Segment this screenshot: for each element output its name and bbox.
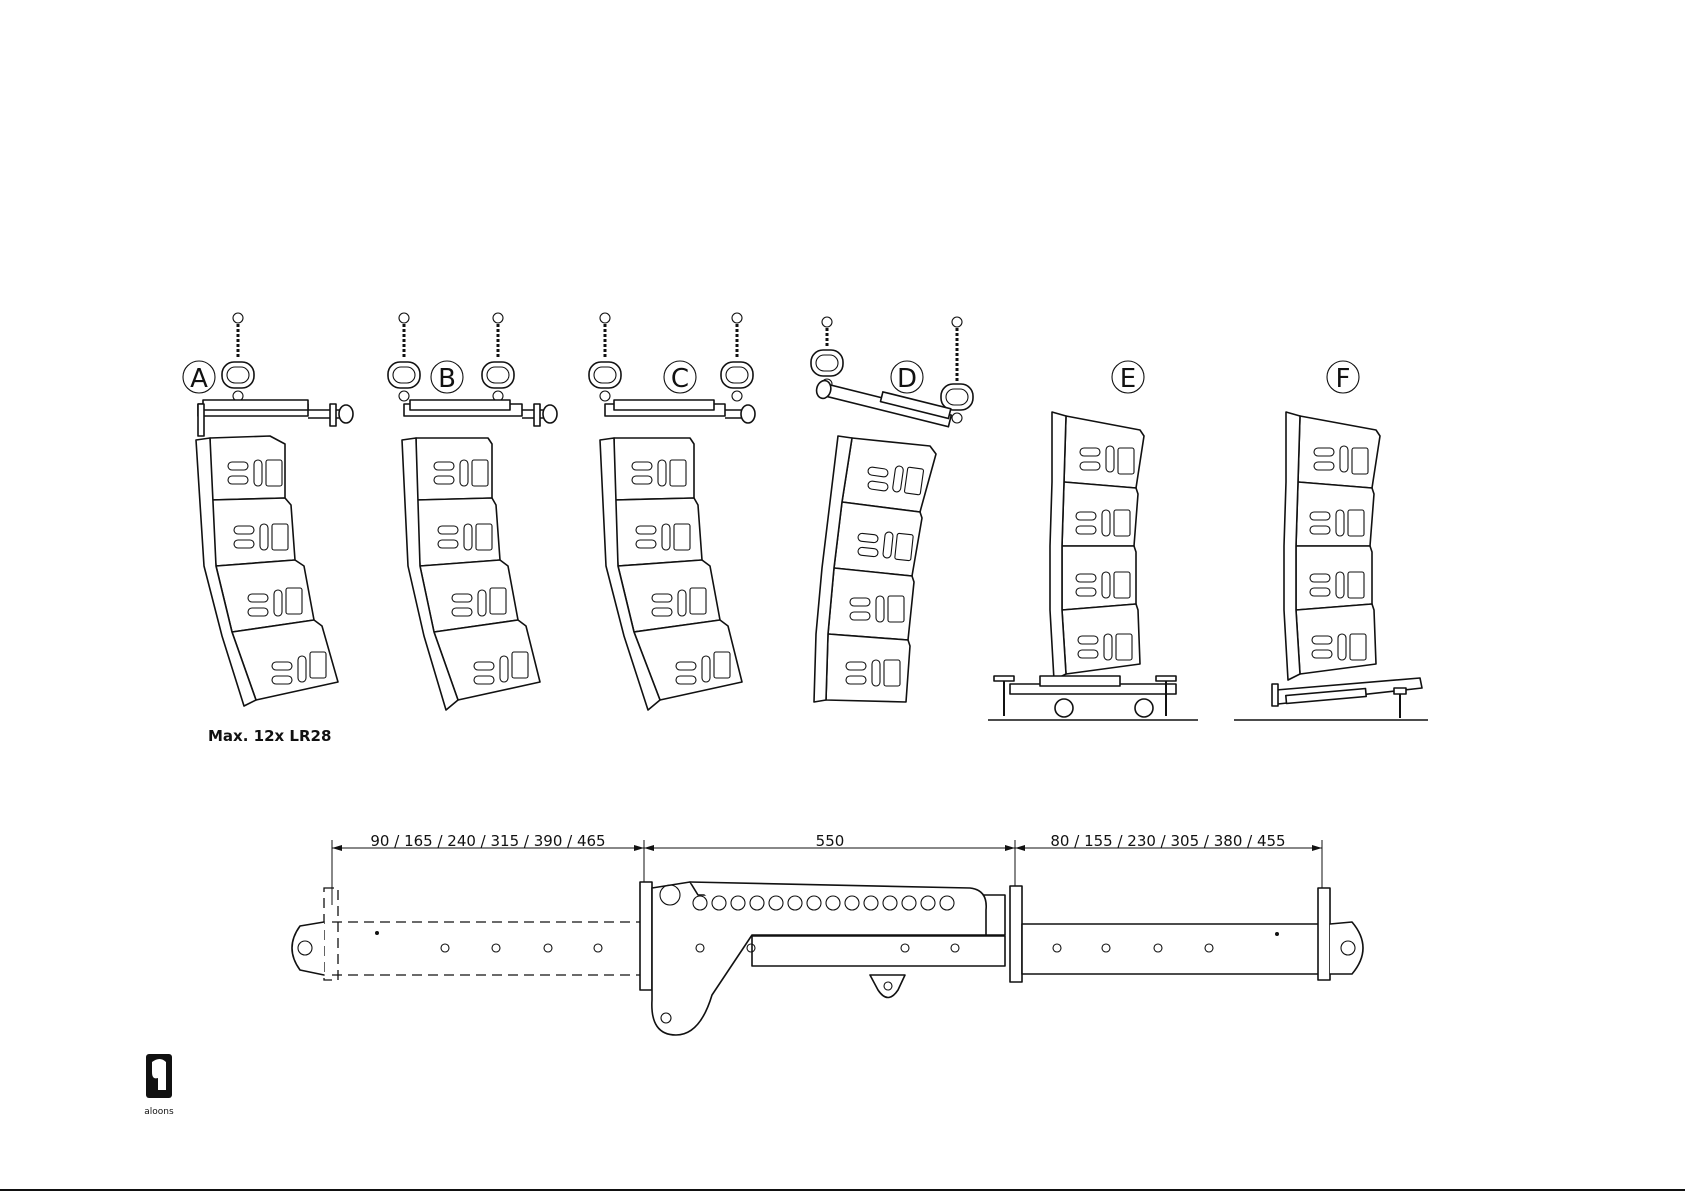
config-e-label: E bbox=[1120, 364, 1136, 394]
logo-wordmark: aloons bbox=[144, 1107, 174, 1117]
brand-logo: aloons bbox=[144, 1054, 174, 1117]
chain-hoist-front bbox=[388, 313, 420, 401]
config-f: F bbox=[1234, 361, 1428, 720]
flybar bbox=[605, 400, 755, 423]
config-b-label: B bbox=[438, 364, 456, 394]
speaker-stack bbox=[196, 436, 338, 706]
chain-hoist-rear bbox=[721, 313, 753, 401]
config-a-label: A bbox=[190, 364, 208, 394]
flybar bbox=[198, 400, 353, 436]
config-f-label: F bbox=[1336, 364, 1351, 394]
flybar bbox=[404, 400, 557, 426]
extension-bar-right bbox=[1010, 886, 1363, 982]
chain-hoist-front bbox=[589, 313, 621, 401]
speaker-stack bbox=[402, 438, 540, 710]
config-b: B bbox=[388, 313, 557, 710]
flybar-tilted bbox=[815, 376, 953, 430]
speaker-stack bbox=[600, 438, 742, 710]
config-d-label: D bbox=[897, 364, 917, 394]
chain-hoist-rear bbox=[482, 313, 514, 401]
extension-bar-dashed bbox=[292, 888, 644, 980]
dimension-middle-label: 550 bbox=[816, 832, 845, 850]
config-c-label: C bbox=[671, 364, 689, 394]
dimension-right-label: 80 / 155 / 230 / 305 / 380 / 455 bbox=[1050, 832, 1285, 850]
speaker-stack bbox=[1284, 412, 1380, 680]
speaker-stack bbox=[1050, 412, 1144, 680]
config-d: D bbox=[811, 317, 973, 702]
flybar-dimension-drawing: 90 / 165 / 240 / 315 / 390 / 465 550 80 … bbox=[292, 832, 1363, 1035]
ground-stack-base bbox=[988, 676, 1198, 720]
chain-hoist bbox=[222, 313, 254, 401]
dimension-left-label: 90 / 165 / 240 / 315 / 390 / 465 bbox=[370, 832, 605, 850]
flybar-main-body bbox=[640, 882, 1005, 1035]
config-c: C bbox=[589, 313, 755, 710]
config-e: E bbox=[988, 361, 1198, 720]
speaker-stack bbox=[814, 436, 936, 702]
ground-flybar-base bbox=[1234, 678, 1428, 720]
config-a: A bbox=[183, 313, 353, 745]
chain-hoist-front bbox=[811, 317, 843, 389]
max-cabinet-note: Max. 12x LR28 bbox=[208, 727, 331, 745]
